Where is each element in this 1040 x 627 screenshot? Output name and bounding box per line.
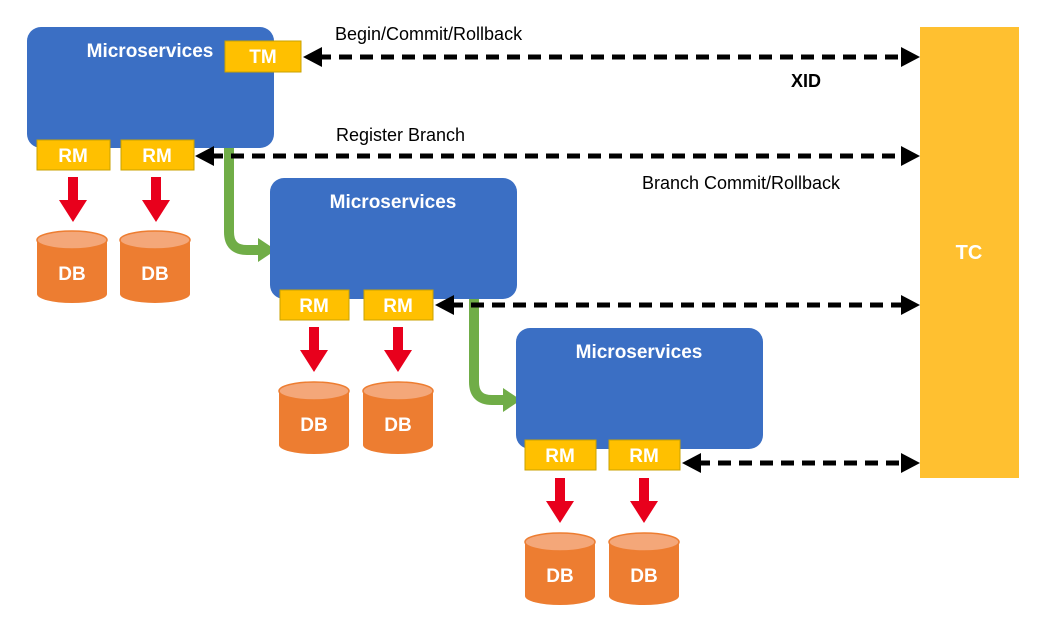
microservice-3-label: Microservices (576, 342, 703, 363)
red-arrows (59, 177, 658, 523)
rm-box-3a: RM (524, 439, 597, 471)
red-arrow (59, 177, 87, 222)
tm-rect (224, 40, 302, 73)
register-branch-label: Register Branch (336, 125, 465, 145)
rm-rect (524, 439, 597, 471)
db-cylinder: DB (362, 381, 434, 454)
microservice-1: Microservices (27, 27, 274, 148)
db-label: DB (300, 415, 327, 436)
begin-commit-rollback-label: Begin/Commit/Rollback (335, 24, 523, 44)
red-arrow (546, 478, 574, 523)
xid-label: XID (791, 71, 821, 91)
rm-label: RM (629, 446, 659, 467)
microservice-1-box (27, 27, 274, 148)
branch-commit-rollback-label: Branch Commit/Rollback (642, 173, 841, 193)
rm-label: RM (383, 296, 413, 317)
rm-rect (279, 289, 350, 321)
tc-label: TC (956, 242, 983, 264)
dashed-arrow-rm2-tc (435, 295, 920, 315)
db-label: DB (384, 415, 411, 436)
microservice-3: Microservices (516, 328, 763, 449)
rm-label: RM (58, 146, 88, 167)
microservice-3-box (516, 328, 763, 449)
green-arrowhead-2 (503, 388, 521, 412)
rm-label: RM (299, 296, 329, 317)
db-label: DB (630, 566, 657, 587)
tc-rect (920, 27, 1019, 478)
green-arrow-1 (224, 137, 262, 255)
dashed-arrow-tm-tc (303, 47, 920, 67)
dashed-arrow-rm3-tc (682, 453, 920, 473)
tc-block: TC (920, 27, 1019, 478)
db-cylinder: DB (608, 532, 680, 605)
rm-rect (36, 139, 111, 171)
db-cylinder: DB (524, 532, 596, 605)
green-arrowhead-1 (258, 238, 276, 262)
tm-box: TM (224, 40, 302, 73)
db-label: DB (58, 264, 85, 285)
dashed-arrow-rm1-tc (195, 146, 920, 166)
rm-label: RM (545, 446, 575, 467)
rm-rect (120, 139, 195, 171)
rm-box-3b: RM (608, 439, 681, 471)
tm-label: TM (249, 47, 276, 68)
rm-box-2b: RM (363, 289, 434, 321)
red-arrow (630, 478, 658, 523)
db-label: DB (141, 264, 168, 285)
red-arrow (300, 327, 328, 372)
rm-rect (608, 439, 681, 471)
rm-box-1a: RM (36, 139, 111, 171)
red-arrow (142, 177, 170, 222)
green-arrow-2 (469, 288, 507, 405)
db-cylinder: DB (119, 230, 191, 303)
rm-rect (363, 289, 434, 321)
dashed-arrows (195, 47, 920, 473)
red-arrow (384, 327, 412, 372)
microservice-1-label: Microservices (87, 41, 214, 62)
green-flow-arrows (224, 137, 521, 412)
rm-box-2a: RM (279, 289, 350, 321)
db-cylinder: DB (36, 230, 108, 303)
rm-box-1b: RM (120, 139, 195, 171)
microservice-2: Microservices (270, 178, 517, 299)
rm-label: RM (142, 146, 172, 167)
microservice-2-box (270, 178, 517, 299)
db-label: DB (546, 566, 573, 587)
microservice-2-label: Microservices (330, 192, 457, 213)
db-cylinder: DB (278, 381, 350, 454)
